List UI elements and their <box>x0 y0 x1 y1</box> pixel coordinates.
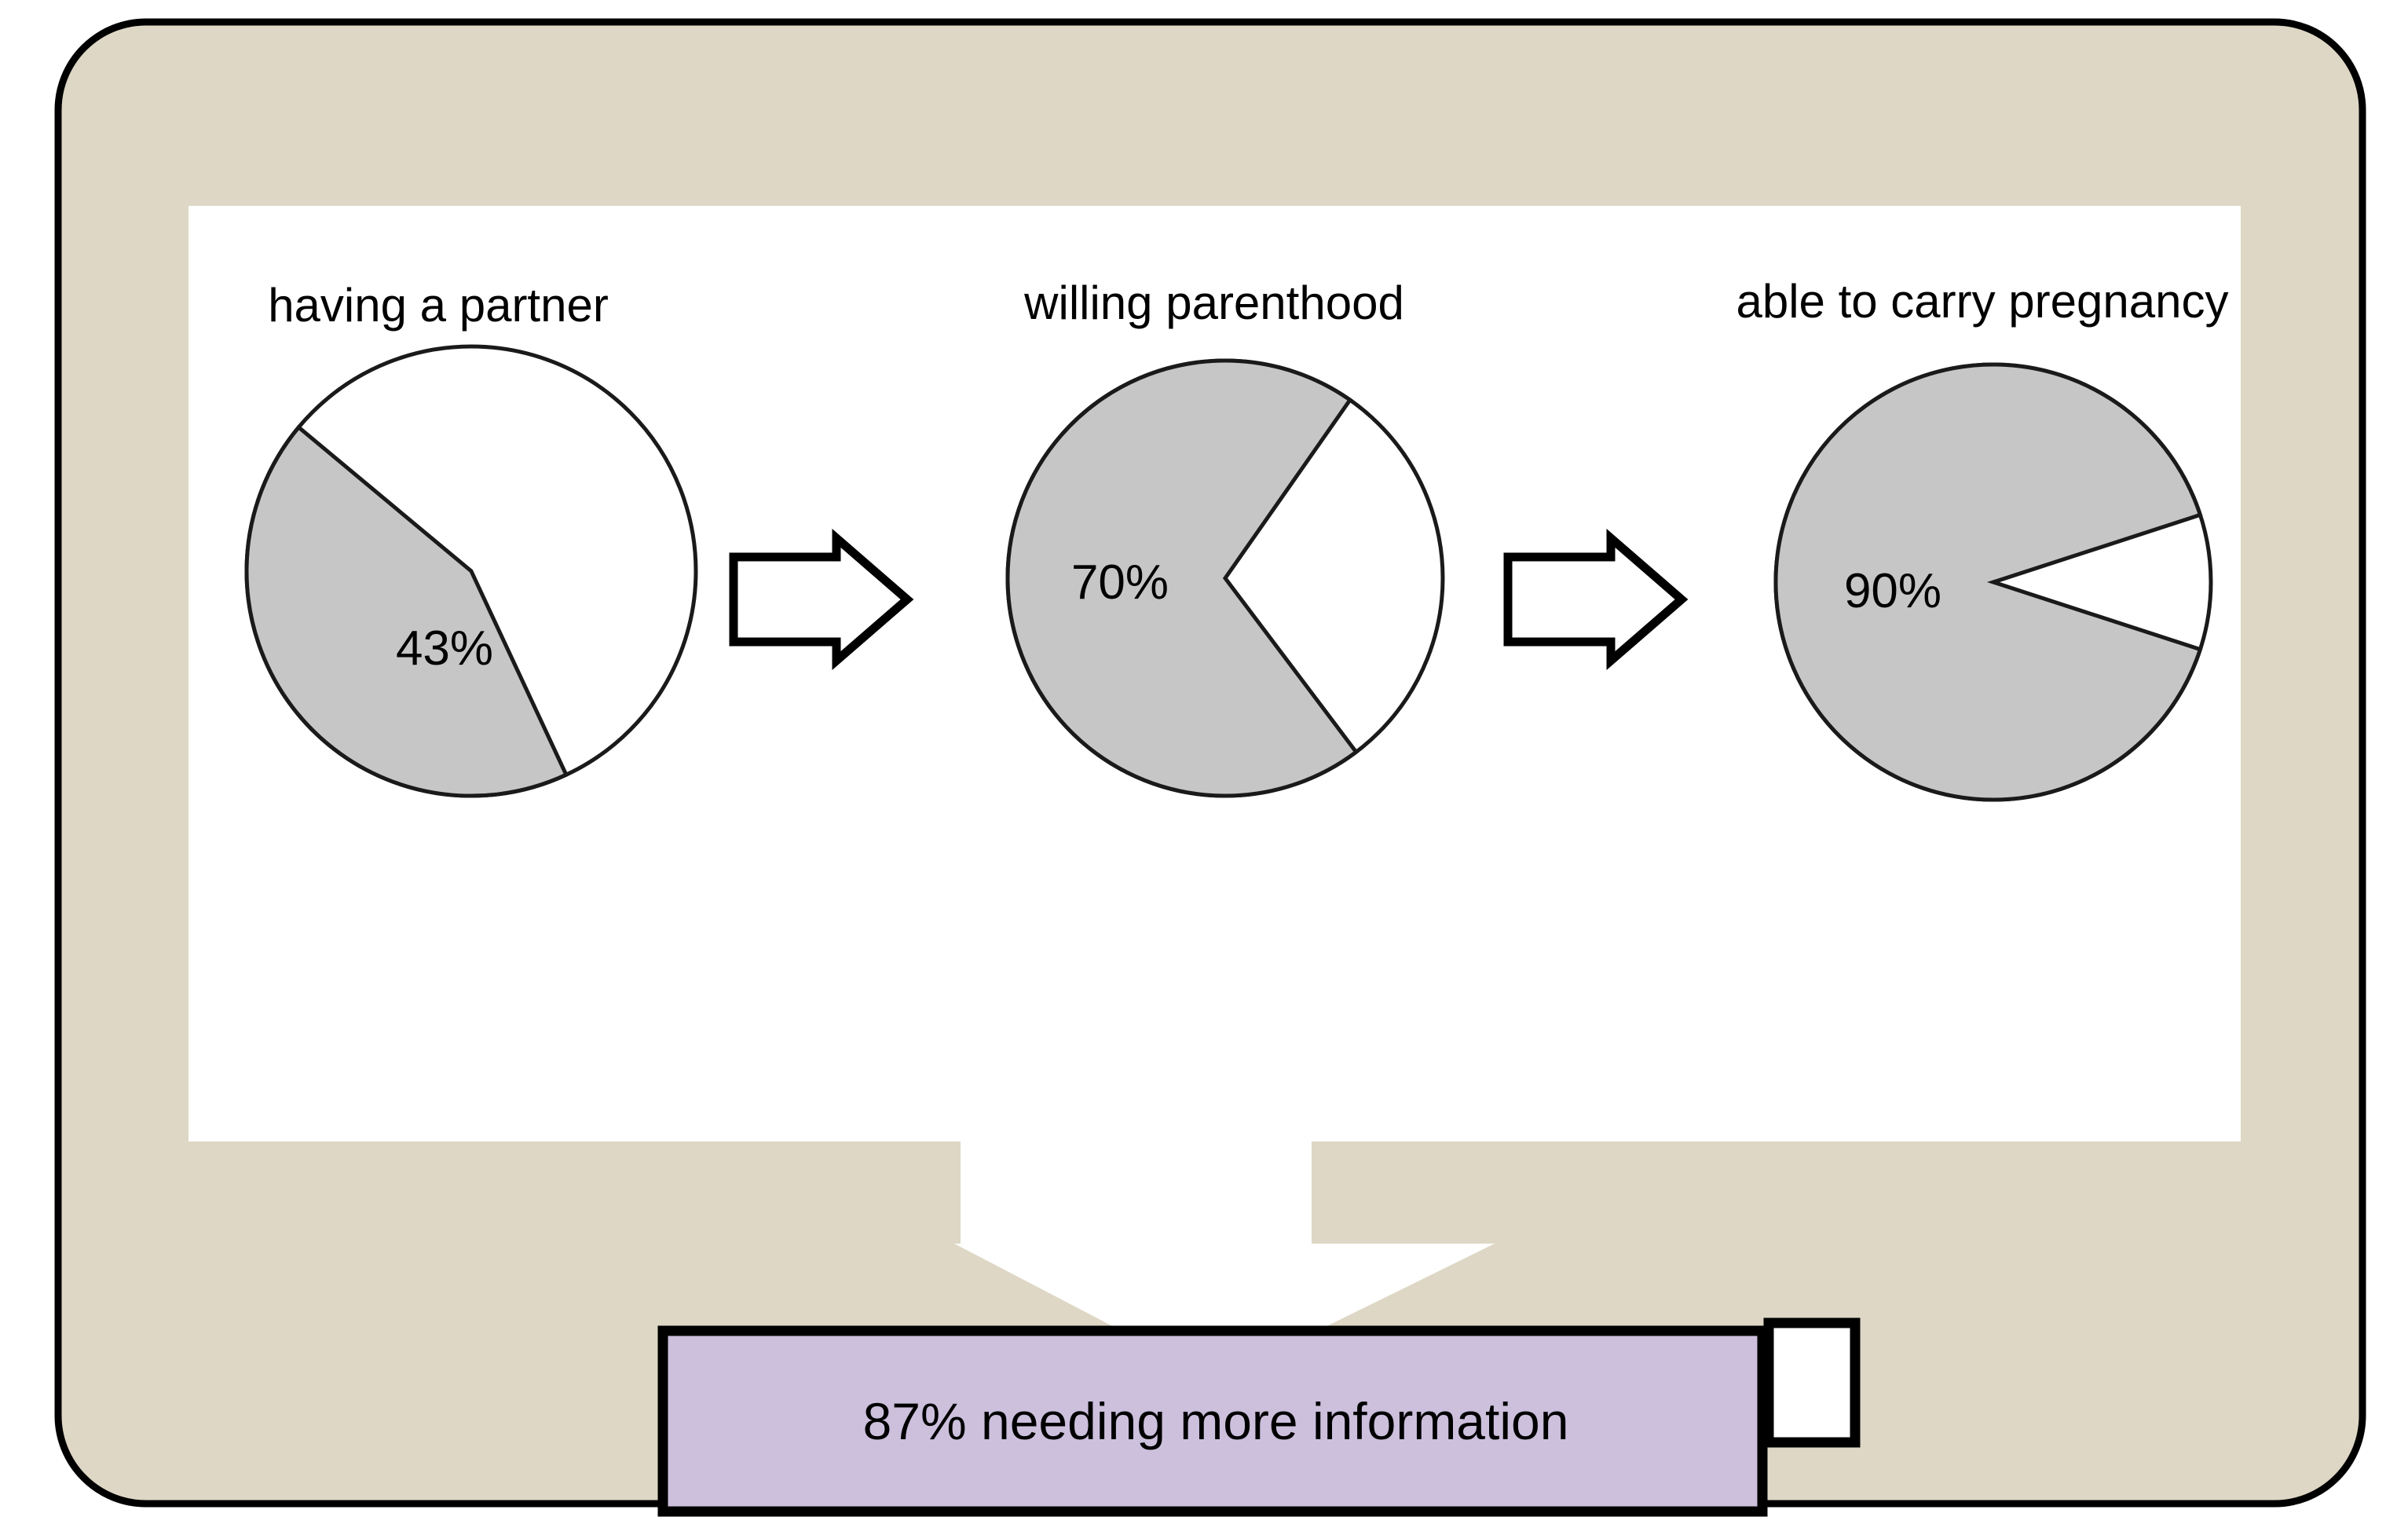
flow-arrow-1-icon <box>729 528 914 671</box>
pie-3-value-label: 90% <box>1844 564 1941 618</box>
pie-1-value-label: 43% <box>396 621 493 676</box>
banner-notch-box <box>1763 1317 1861 1448</box>
flow-arrow-2-icon <box>1503 528 1689 671</box>
pie-2-slice-value <box>1005 358 1360 798</box>
pie-2-title: willing parenthood <box>1023 277 1404 329</box>
pie-2-value-label: 70% <box>1071 555 1169 610</box>
big-down-arrow-icon <box>954 1141 1495 1380</box>
outcome-banner <box>657 1325 1768 1517</box>
pie-chart-willing-parenthood: willing parenthood 70% <box>1005 277 1445 798</box>
pie-1-title: having a partner <box>268 279 609 332</box>
pie-1-slice-value <box>244 424 569 798</box>
pie-3-title: able to carry pregnancy <box>1736 275 2228 328</box>
pie-chart-able-to-carry-pregnancy: able to carry pregnancy 90% <box>1736 275 2229 802</box>
outcome-banner-label: 87% needing more information <box>863 1392 1569 1450</box>
pie-3-slice-value <box>1773 362 2203 802</box>
pie-chart-having-a-partner: having a partner 43% <box>244 279 698 798</box>
